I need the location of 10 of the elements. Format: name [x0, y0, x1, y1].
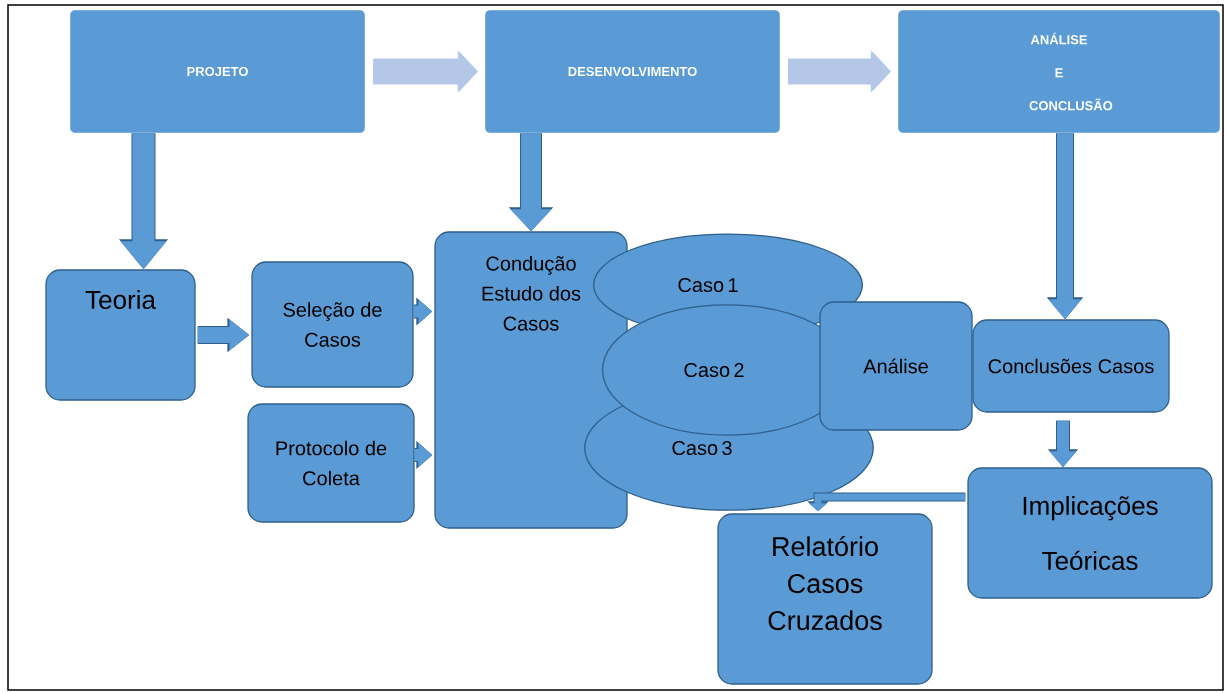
- stage-box: ANÁLISE E CONCLUSÃO: [897, 9, 1221, 134]
- process-box: Relatório Casos Cruzados: [717, 513, 933, 685]
- process-box: Protocolo de Coleta: [247, 403, 415, 523]
- stage-box: DESENVOLVIMENTO: [484, 9, 781, 134]
- process-box: Conclusões Casos: [972, 319, 1170, 413]
- process-box: Análise: [819, 301, 973, 431]
- stage-box: PROJETO: [69, 9, 366, 134]
- process-box: Seleção de Casos: [251, 261, 414, 388]
- process-box: Teoria: [45, 269, 196, 401]
- process-box: Implicações Teóricas: [967, 467, 1213, 599]
